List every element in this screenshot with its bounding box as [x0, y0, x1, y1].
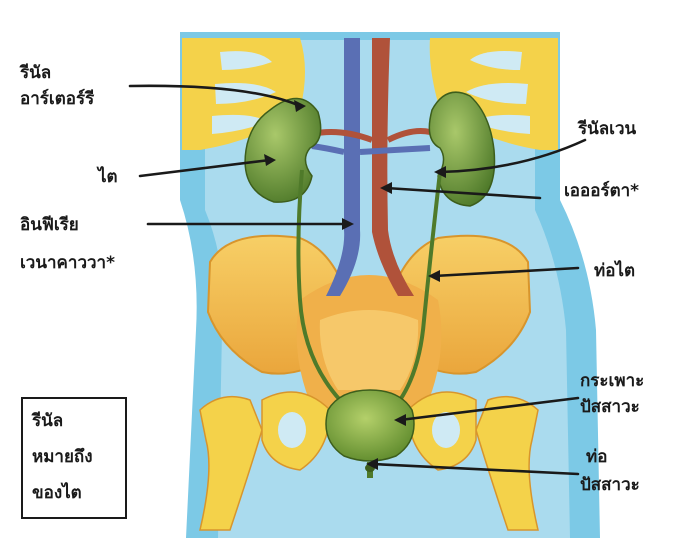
renal-vein-right — [360, 148, 430, 152]
label-bladder-line2: ปัสสาวะ — [580, 397, 640, 417]
note-line2: หมายถึง — [32, 447, 93, 467]
note-line3: ของไต — [32, 482, 82, 503]
label-aorta: เอออร์ตา* — [564, 180, 639, 201]
label-ureter: ท่อไต — [594, 260, 635, 281]
label-kidney: ไต — [96, 166, 118, 187]
label-urethra-line1: ท่อ — [586, 447, 607, 467]
label-renal-artery-line1: รีนัล — [19, 62, 51, 83]
note-box: รีนัล หมายถึง ของไต — [22, 398, 126, 518]
label-renal-vein: รีนัลเวน — [577, 118, 636, 139]
note-line1: รีนัล — [31, 410, 63, 431]
label-ivc-line1: อินฟีเรีย — [20, 214, 79, 235]
label-urethra-line2: ปัสสาวะ — [580, 475, 640, 495]
label-ivc-line2: เวนาคาววา* — [20, 253, 115, 273]
label-renal-artery-line2: อาร์เตอร์รี — [20, 88, 95, 109]
bladder — [326, 390, 414, 461]
label-bladder-line1: กระเพาะ — [580, 371, 644, 391]
